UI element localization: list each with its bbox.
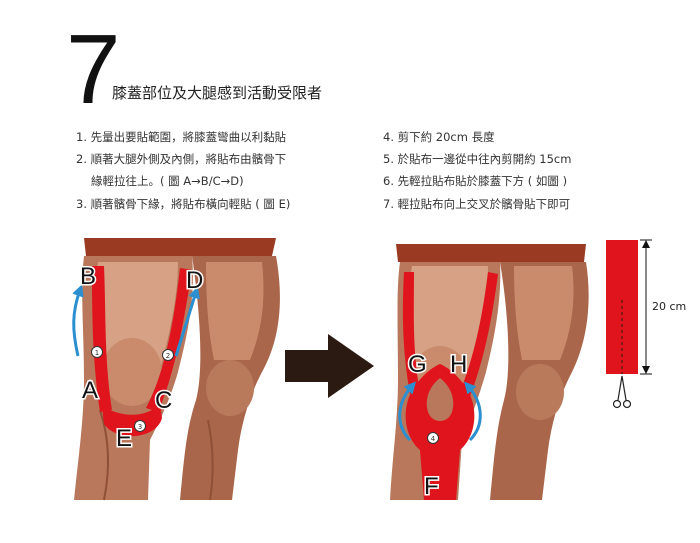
left-tape-inner: [146, 268, 192, 412]
left-circle-2: 2: [166, 352, 170, 360]
right-circle-4: 4: [431, 435, 436, 443]
left-circle-1: 1: [95, 349, 99, 357]
step-number: 7: [66, 14, 121, 124]
label-C: C: [155, 387, 172, 414]
instruction-6: 6. 先輕拉貼布貼於膝蓋下方 ( 如圖 ): [383, 174, 568, 188]
right-tape-Y: [405, 364, 475, 500]
instruction-2-cont: 緣輕拉往上。( 圖 A→B/C→D): [91, 174, 244, 188]
right-arrow-H: [464, 381, 482, 442]
label-E: E: [116, 425, 132, 452]
left-tape-bottom: [102, 404, 162, 437]
left-kneecap: [102, 338, 162, 406]
left-knee-figure: 1 2 3 B D A C E: [72, 238, 280, 501]
left-tape-outer: [92, 266, 112, 412]
step-title: 膝蓋部位及大腿感到活動受限者: [112, 84, 323, 102]
instruction-1: 1. 先量出要貼範圍，將膝蓋彎曲以利黏貼: [76, 130, 287, 144]
instruction-7: 7. 輕拉貼布向上交叉於髕骨貼下即可: [383, 197, 571, 211]
right-knee-figure: 4 G H F: [390, 244, 589, 502]
instruction-3: 3. 順著髕骨下緣，將貼布橫向輕貼 ( 圖 E): [76, 197, 291, 211]
scissors-icon: [612, 375, 632, 409]
label-A: A: [82, 377, 98, 404]
instruction-5: 5. 於貼布一邊從中往內剪開約 15cm: [383, 152, 572, 166]
left-arrow-D: [174, 286, 200, 357]
label-G: G: [408, 351, 427, 378]
instruction-4: 4. 剪下約 20cm 長度: [383, 130, 495, 144]
right-arrow-G: [398, 381, 416, 442]
tape-strip: 20 cm: [606, 239, 686, 409]
right-shorts: [396, 244, 586, 262]
left-shorts: [84, 238, 276, 256]
tape-length-label: 20 cm: [652, 300, 686, 313]
label-B: B: [80, 263, 96, 290]
label-D: D: [186, 267, 203, 294]
label-F: F: [424, 473, 439, 500]
label-H: H: [450, 351, 467, 378]
left-circle-3: 3: [138, 423, 142, 431]
right-arrow-icon: [285, 334, 374, 398]
instruction-2: 2. 順著大腿外側及內側，將貼布由髕骨下: [76, 152, 287, 166]
left-arrow-B: [72, 284, 84, 357]
